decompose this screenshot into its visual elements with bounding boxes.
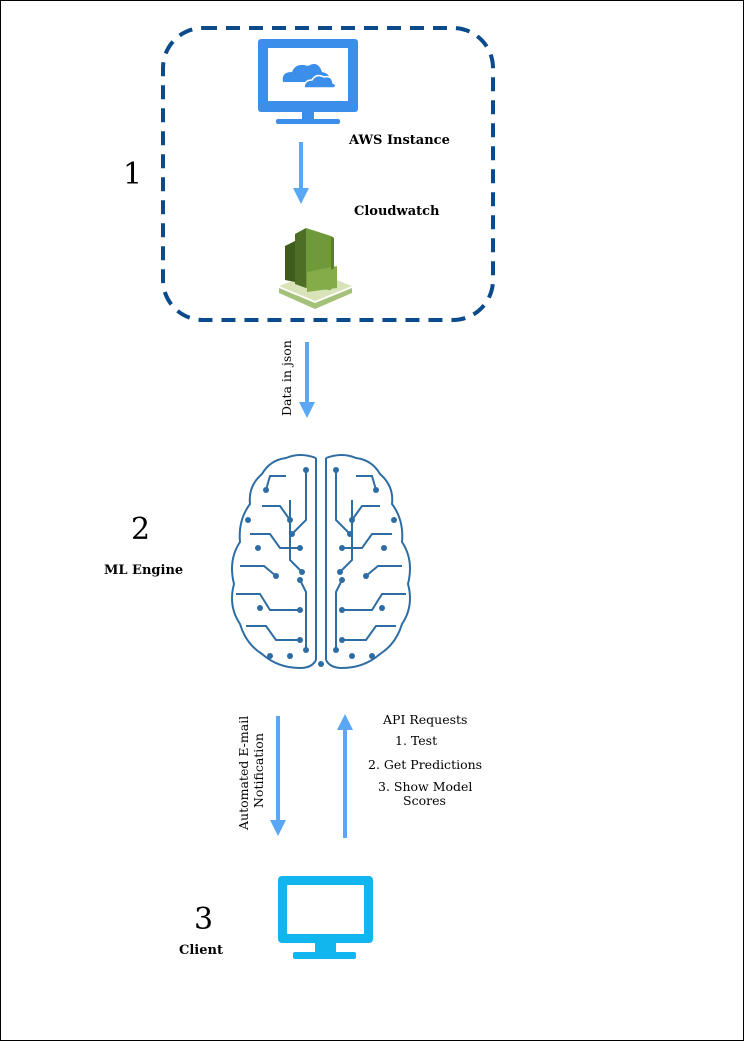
stage1-boundary	[161, 26, 495, 322]
stage3-number: 3	[194, 902, 214, 937]
stage1-number: 1	[123, 157, 143, 192]
ml-engine-label: ML Engine	[104, 563, 184, 578]
monitor-icon	[278, 876, 373, 959]
api-item-scores: Scores	[403, 793, 446, 808]
brain-nodes	[245, 467, 397, 667]
cloudwatch-label: Cloudwatch	[354, 204, 440, 219]
client-label: Client	[179, 943, 223, 958]
aws-instance-label: AWS Instance	[349, 133, 450, 148]
api-item-show-model: 3. Show Model	[378, 779, 473, 794]
notification-label-line1: Automated E-mail	[236, 715, 251, 830]
data-in-json-label: Data in json	[279, 340, 294, 416]
stage2-number: 2	[131, 512, 151, 547]
api-item-test: 1. Test	[395, 733, 438, 748]
api-item-predictions: 2. Get Predictions	[368, 757, 483, 772]
brain-circuit-icon	[231, 454, 411, 670]
notification-label-line2: Notification	[251, 733, 266, 808]
api-requests-title: API Requests	[383, 712, 468, 727]
monitor-cloud-icon	[258, 39, 358, 124]
cloudwatch-icon	[279, 228, 352, 309]
